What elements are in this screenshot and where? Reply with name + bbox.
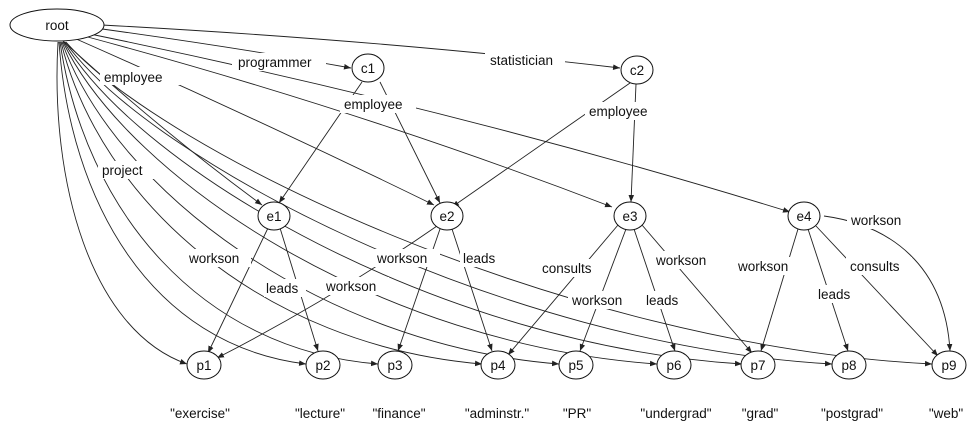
- edge-e4-p9b: [823, 215, 953, 352]
- node-p3: p3: [377, 350, 413, 380]
- edge-root-p7: [63, 41, 743, 367]
- edge-label-project: project: [102, 163, 143, 178]
- edge-c2-e3: [628, 83, 637, 203]
- value-label-p7: "grad": [742, 406, 779, 421]
- edge-root-e3: [83, 35, 613, 208]
- edge-label-workson-e1: workson: [188, 251, 239, 266]
- value-label-p3: "finance": [372, 406, 425, 421]
- edge-root-e2: [73, 37, 435, 206]
- value-label-p5: "PR": [563, 406, 592, 421]
- value-label-p1: "exercise": [170, 406, 230, 421]
- edge-c2-e2: [451, 82, 631, 208]
- edge-root-p6: [62, 41, 658, 367]
- edge-label-workson-e2: workson: [376, 251, 427, 266]
- node-p7: p7: [740, 350, 776, 380]
- edge-label-leads-e4: leads: [818, 287, 851, 302]
- edge-e2-p1: [216, 225, 438, 359]
- value-labels: "exercise" "lecture" "finance" "adminstr…: [170, 406, 963, 421]
- node-label-e1: e1: [266, 209, 281, 224]
- node-p6: p6: [656, 350, 692, 380]
- nodes: root c1 c2 e1 e2 e3 e4 p1: [9, 8, 967, 380]
- node-label-p5: p5: [568, 358, 583, 373]
- node-label-p1: p1: [196, 358, 211, 373]
- edges: [56, 24, 953, 367]
- edge-label-workson-e3b: workson: [655, 253, 706, 268]
- value-label-p4: "adminstr.": [465, 406, 530, 421]
- node-label-p6: p6: [666, 358, 681, 373]
- edge-root-p5: [61, 41, 560, 367]
- node-label-root: root: [45, 18, 69, 33]
- value-label-p2: "lecture": [295, 406, 345, 421]
- node-p1: p1: [186, 350, 222, 380]
- value-label-p6: "undergrad": [640, 406, 711, 421]
- node-label-e4: e4: [796, 209, 812, 224]
- edge-e3-p7: [641, 224, 753, 354]
- node-p9: p9: [931, 350, 967, 380]
- edge-root-e4: [89, 33, 791, 213]
- node-p2: p2: [305, 350, 341, 380]
- node-label-c2: c2: [630, 63, 644, 78]
- node-label-p8: p8: [841, 358, 856, 373]
- edge-label-employee-c2: employee: [589, 104, 648, 119]
- edge-label-statistician: statistician: [490, 53, 553, 68]
- edge-label-workson-e4b: workson: [850, 213, 901, 228]
- node-label-p4: p4: [490, 358, 506, 373]
- edge-label-workson-e3: workson: [571, 293, 622, 308]
- node-label-e2: e2: [439, 209, 454, 224]
- edge-label-consults-e4: consults: [850, 259, 900, 274]
- edge-e3-p6: [633, 228, 676, 352]
- value-label-p9: "web": [929, 406, 964, 421]
- edge-root-p1: [56, 41, 188, 365]
- node-label-p9: p9: [941, 358, 956, 373]
- edge-label-leads-e1: leads: [266, 281, 299, 296]
- edge-e2-p3: [397, 228, 441, 352]
- node-p5: p5: [558, 350, 594, 380]
- node-e2: e2: [430, 201, 464, 231]
- edge-root-p9: [65, 41, 933, 367]
- edge-label-employee-c1: employee: [344, 97, 403, 112]
- edge-label-employee-root: employee: [104, 70, 163, 85]
- edge-e3-p5: [579, 228, 627, 352]
- edge-e2-p4: [451, 228, 493, 352]
- value-label-p8: "postgrad": [821, 406, 883, 421]
- edge-root-p2: [58, 41, 307, 366]
- node-c2: c2: [620, 55, 654, 85]
- edge-labels: programmer statistician employee project…: [98, 50, 913, 309]
- edge-label-leads-e3: leads: [646, 293, 679, 308]
- node-label-p3: p3: [387, 358, 402, 373]
- edge-e4-p7: [760, 228, 799, 352]
- node-root: root: [9, 8, 105, 42]
- node-p8: p8: [831, 350, 867, 380]
- node-label-p2: p2: [315, 358, 330, 373]
- node-label-p7: p7: [750, 358, 765, 373]
- node-e4: e4: [787, 201, 821, 231]
- edge-e4-p9a: [815, 225, 939, 357]
- node-e1: e1: [257, 201, 291, 231]
- edge-label-workson-e4: workson: [737, 259, 788, 274]
- node-label-c1: c1: [361, 61, 375, 76]
- node-label-e3: e3: [622, 209, 637, 224]
- edge-e1-p1: [207, 227, 269, 354]
- node-e3: e3: [613, 201, 647, 231]
- edge-label-consults-e3: consults: [542, 261, 592, 276]
- edge-root-p8: [64, 41, 833, 367]
- edge-label-programmer: programmer: [238, 55, 312, 70]
- node-p4: p4: [480, 350, 516, 380]
- edge-label-workson-e1b: workson: [325, 279, 376, 294]
- edge-root-p3: [59, 41, 379, 367]
- edge-e3-p4: [507, 224, 619, 356]
- edge-label-leads-e2: leads: [463, 251, 496, 266]
- node-c1: c1: [351, 53, 385, 83]
